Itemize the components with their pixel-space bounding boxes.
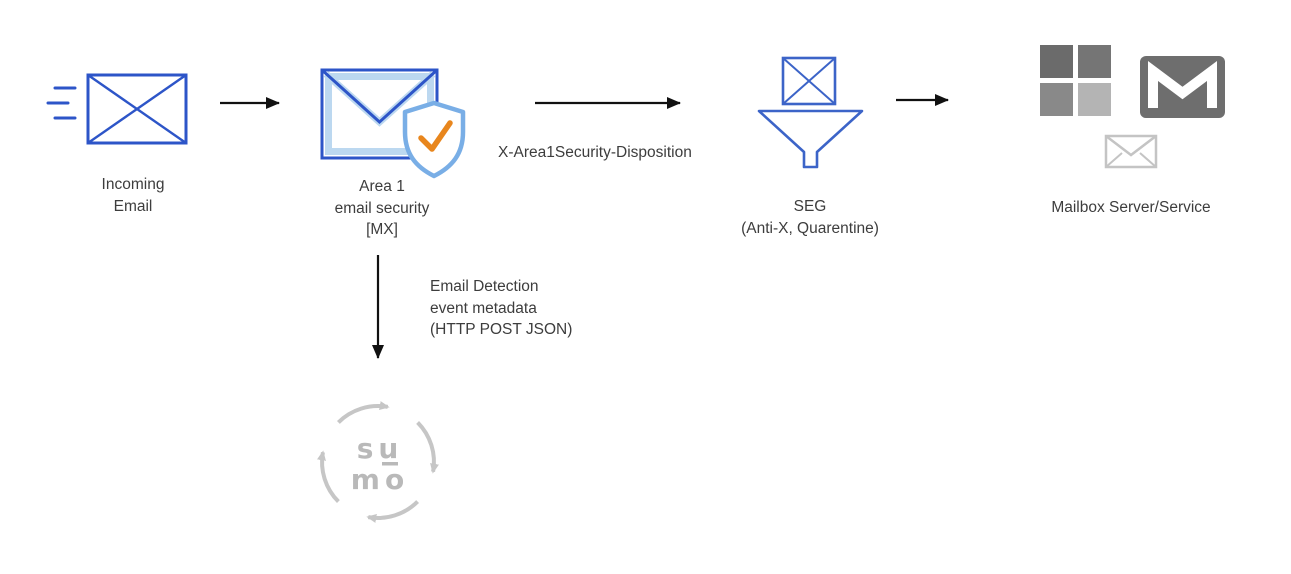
disposition-edge-label: X-Area1Security-Disposition [498, 144, 692, 161]
sumo-logic-logo: su mo [317, 401, 439, 523]
mailbox-label: Mailbox Server/Service [1051, 199, 1211, 216]
area1-label-line3: [MX] [366, 221, 398, 238]
area1-label-line1: Area 1 [359, 178, 405, 195]
incoming-email-label-line1: Incoming [101, 176, 165, 193]
funnel-icon [757, 109, 864, 169]
shield-check-icon [402, 100, 466, 179]
arrow-area1-to-seg [535, 97, 681, 109]
speed-lines-icon [46, 86, 77, 120]
arrow-incoming-to-area1 [220, 97, 280, 109]
arrow-seg-to-mailbox [896, 94, 949, 106]
detection-edge-label: Email Detection event metadata (HTTP POS… [430, 276, 650, 341]
microsoft-logo-icon [1040, 45, 1111, 116]
circular-arrows-icon [317, 401, 439, 523]
gmail-icon [1140, 56, 1225, 118]
seg-icon [757, 56, 864, 169]
small-envelope-icon [1104, 134, 1158, 169]
incoming-email-icon [46, 73, 188, 145]
detection-edge-label-line1: Email Detection [430, 278, 539, 295]
sumo-wordmark-line2: mo [351, 463, 409, 496]
seg-label-line2: (Anti-X, Quarentine) [741, 219, 879, 237]
detection-edge-label-line3: (HTTP POST JSON) [430, 321, 573, 338]
envelope-icon [781, 56, 837, 106]
detection-edge-label-line2: event metadata [430, 299, 537, 317]
seg-label-line1: SEG [793, 198, 827, 215]
seg-label: SEG (Anti-X, Quarentine) [720, 196, 900, 239]
area1-icon [320, 68, 466, 179]
arrow-area1-to-sumo [372, 255, 384, 359]
envelope-icon [86, 73, 188, 145]
checkmark-icon [418, 120, 453, 152]
incoming-email-label-line2: Email [113, 197, 153, 215]
area1-label-line2: email security [334, 199, 430, 217]
sumo-wordmark-line1: su [357, 432, 404, 465]
area1-label: Area 1 email security [MX] [307, 176, 457, 241]
incoming-email-label: Incoming Email [63, 174, 203, 217]
sumo-underscore [382, 462, 398, 466]
